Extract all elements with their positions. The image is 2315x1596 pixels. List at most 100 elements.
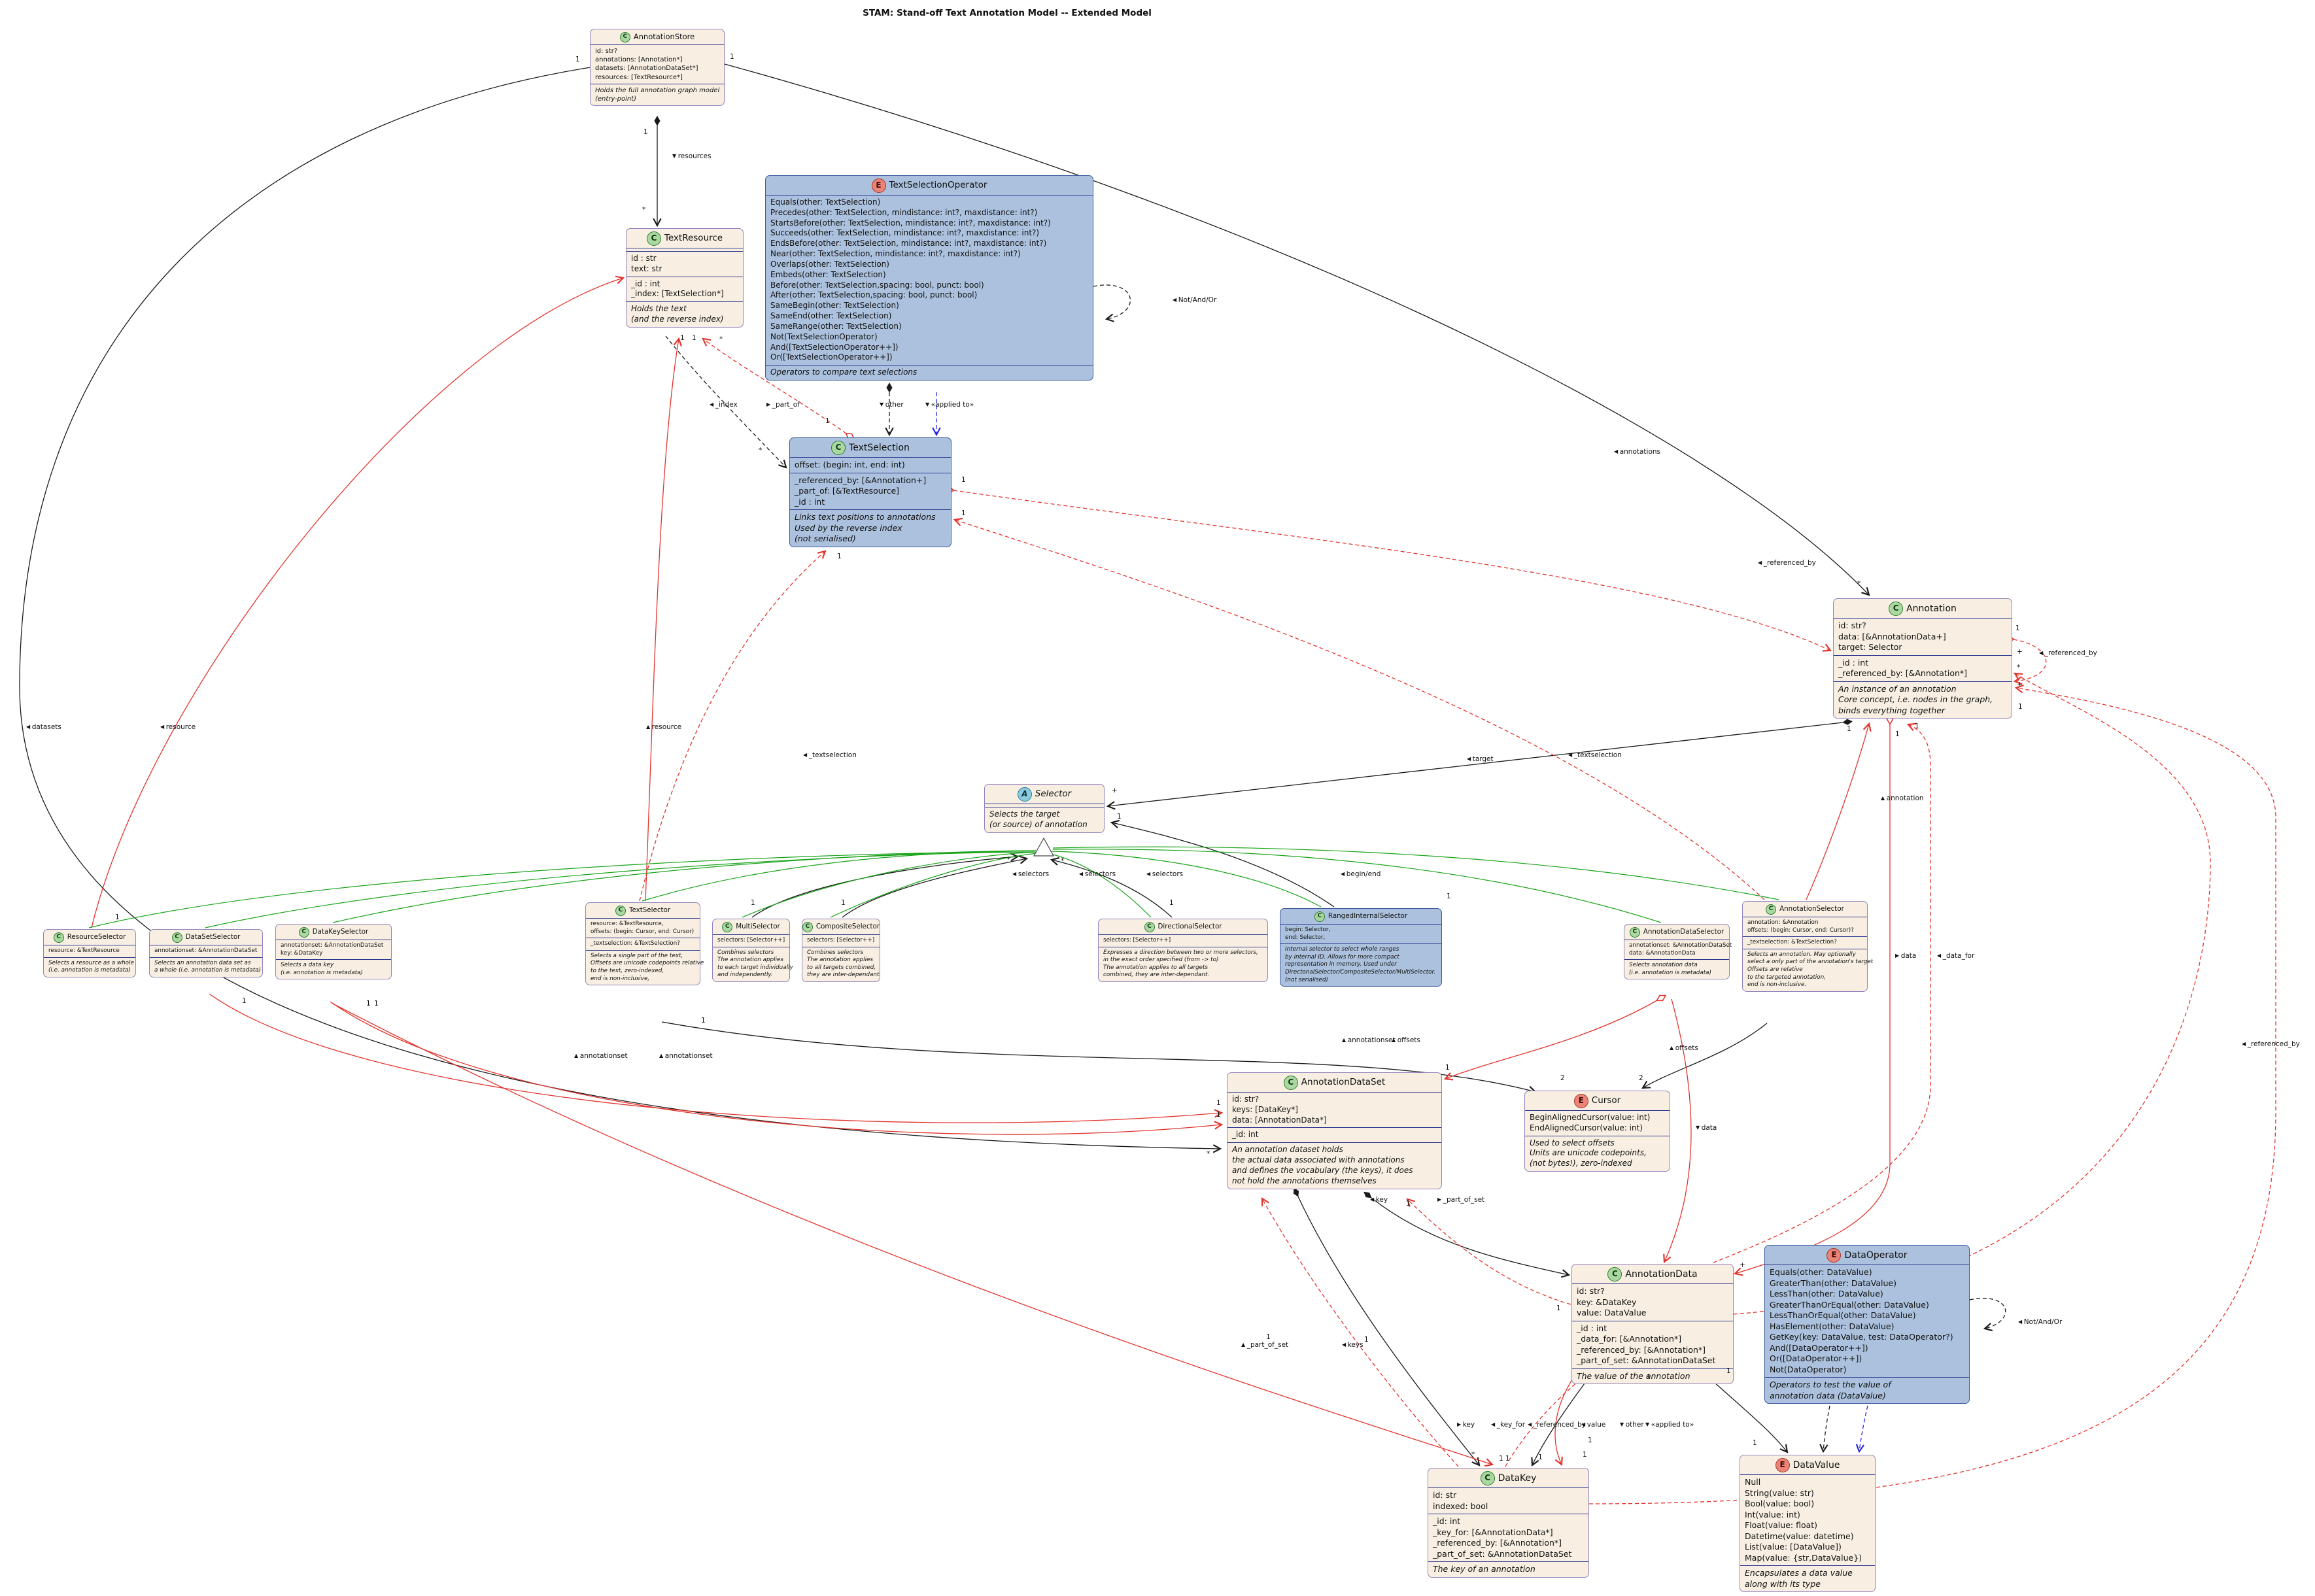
multiplicity-mark: 1 <box>1588 1436 1592 1444</box>
edge-data-annotationdataselector <box>1664 998 1692 1262</box>
multiplicity-mark: 1 <box>242 997 247 1005</box>
member-line: offset: (begin: int, end: int) <box>795 460 905 469</box>
edge-label-text: «applied to» <box>931 401 974 409</box>
edge-inherit-multiselector <box>742 851 1038 918</box>
edge-label-text: Not/And/Or <box>1178 296 1217 304</box>
edge-label-data: ▼ data <box>1696 1124 1717 1132</box>
edge-annotationset-datasetselector <box>209 993 1222 1123</box>
member-line: Or([DataOperator++]) <box>1770 1353 1862 1363</box>
edge-label-NotAndOr: ◀ Not/And/Or <box>2018 1318 2062 1326</box>
multiplicity-mark: * <box>1857 580 1861 588</box>
edge-label-target: ◀ target <box>1467 755 1494 763</box>
note-line: Holds the text <box>631 304 687 314</box>
member-line: _id : int <box>795 496 825 507</box>
note-line: Selects a data key <box>281 962 334 969</box>
note-line: Used by the reverse index <box>795 522 902 533</box>
edge-keyfor-datakey <box>1505 1371 1590 1467</box>
edge-label-key: ▶ key <box>1457 1421 1475 1429</box>
member-line: After(other: TextSelection,spacing: bool… <box>770 290 978 300</box>
member-line: begin: Selector, <box>1285 926 1331 933</box>
edge-label-_data_for: ◀ _data_for <box>1937 952 1974 960</box>
class-section-note: Holds the text(and the reverse index) <box>626 301 743 327</box>
enum-badge-icon: E <box>1573 1094 1588 1108</box>
edge-direction-icon: ◀ <box>1491 1421 1497 1427</box>
note-line: The value of the annotation <box>1577 1370 1690 1381</box>
inheritance-triangle <box>1033 837 1055 857</box>
edge-label-text: annotations <box>1619 448 1661 456</box>
member-line: HasElement(other: DataValue) <box>1770 1321 1895 1331</box>
note-line: (i.e. annotation is metadata) <box>1629 969 1711 976</box>
multiplicity-mark: * <box>1007 856 1011 864</box>
note-line: (not bytes!), zero-indexed <box>1530 1159 1632 1168</box>
member-line: Not(DataOperator) <box>1770 1364 1847 1374</box>
edge-datasets <box>19 67 1220 1149</box>
edge-direction-icon: ◀ <box>1528 1421 1534 1427</box>
class-badge-icon: C <box>1314 911 1325 922</box>
member-line: offsets: (begin: Cursor, end: Cursor) <box>591 928 694 935</box>
class-section-note: The key of an annotation <box>1428 1561 1588 1577</box>
edge-label-text: datasets <box>31 723 61 731</box>
edge-textselection-annotationselector <box>955 520 1765 900</box>
multiplicity-mark: 1 <box>1445 1064 1450 1072</box>
edge-inherit-annotationselector <box>1052 846 1779 900</box>
edge-label-text: _part_of_set <box>1246 1341 1289 1349</box>
edge-direction-icon: ▶ <box>1895 953 1901 959</box>
edge-label-text: key <box>1375 1196 1388 1204</box>
edge-label-text: resource <box>165 723 196 731</box>
member-line: Succeeds(other: TextSelection, mindistan… <box>770 228 1040 238</box>
member-line: target: Selector <box>1838 642 1902 652</box>
class-section-attrs: _id : int_index: [TextSelection*] <box>626 276 743 302</box>
note-line: Operators to compare text selections <box>770 367 917 377</box>
edge-label-key: ◀ key <box>1370 1196 1388 1204</box>
member-line: _id : int <box>1577 1323 1607 1333</box>
member-line: _textselection: &TextSelection? <box>1747 939 1837 946</box>
member-line: EndAlignedCursor(value: int) <box>1530 1123 1643 1132</box>
multiplicity-mark: 1 <box>1505 1455 1510 1463</box>
edge-inherit-directionalselector <box>1050 853 1152 918</box>
note-line: and independently. <box>717 972 773 979</box>
edge-label-text: other <box>1625 1421 1644 1429</box>
member-line: _id: int <box>1433 1516 1461 1526</box>
member-line: id: str? <box>1577 1286 1605 1296</box>
class-name: TextResource <box>664 233 723 244</box>
class-name: ResourceSelector <box>67 933 126 942</box>
note-line: Encapsulates a data value <box>1745 1568 1853 1578</box>
edge-label-annotations: ◀ annotations <box>1614 448 1660 456</box>
multiplicity-mark: 1 <box>1847 725 1851 733</box>
edge-direction-icon: ◀ <box>1614 449 1620 454</box>
member-line: GreaterThan(other: DataValue) <box>1770 1278 1896 1288</box>
edge-direction-icon: ◀ <box>160 724 166 730</box>
member-line: data: [&AnnotationData+] <box>1838 631 1946 641</box>
edge-target <box>1108 722 1843 806</box>
edge-label-text: annotationset <box>664 1052 713 1060</box>
edge-label-appliedto: ▼ «applied to» <box>1645 1421 1694 1429</box>
member-line: annotationset: &AnnotationDataSet <box>281 942 384 949</box>
edge-label-_referenced_by: ◀ _referenced_by <box>1528 1421 1586 1429</box>
member-line: resource: &TextResource, <box>591 921 664 927</box>
class-name: AnnotationData <box>1625 1268 1698 1280</box>
member-line: Int(value: int) <box>1745 1509 1800 1520</box>
class-badge-icon: C <box>53 932 64 943</box>
class-name: DataOperator <box>1844 1249 1908 1261</box>
multiplicity-mark: 1 <box>1364 1336 1369 1344</box>
note-line: end is non-inclusive, <box>591 975 650 982</box>
edge-label-text: _part_of <box>772 401 800 409</box>
edge-key-datakeyselector <box>331 1002 1492 1465</box>
multiplicity-mark: 1 <box>961 509 966 517</box>
multiplicity-mark: 1 <box>643 128 648 136</box>
note-line: Combines selectors <box>717 949 774 956</box>
edge-direction-icon: ◀ <box>1012 871 1018 877</box>
class-badge-icon: C <box>1889 602 1904 616</box>
note-line: Selects an annotation. May optionally <box>1747 951 1856 958</box>
